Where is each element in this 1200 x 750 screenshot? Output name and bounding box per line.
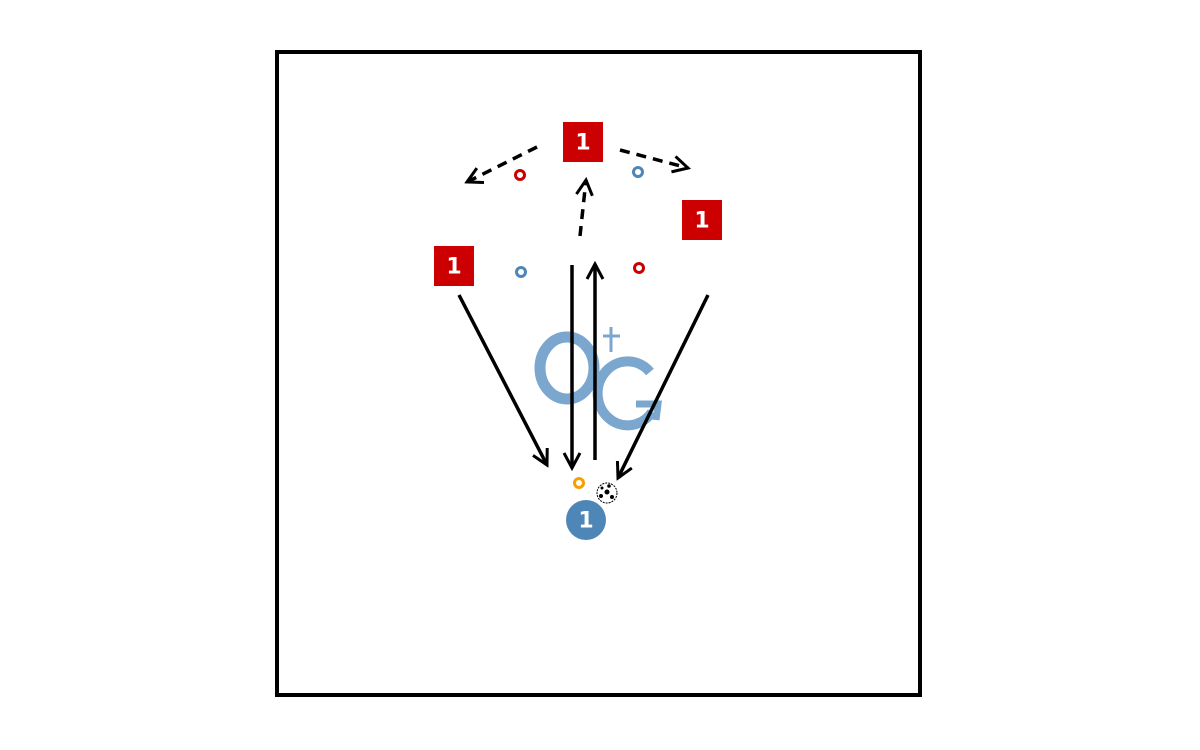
watermark-logo (534, 327, 662, 431)
defender-player: 1 (682, 200, 722, 240)
pass-arrow-right (618, 294, 710, 478)
cone-blue (515, 266, 527, 278)
logo-cross (603, 327, 620, 352)
defender-player: 1 (434, 246, 474, 286)
dashed-run-up (580, 180, 586, 237)
cone-red (514, 169, 526, 181)
dashed-run-left (467, 145, 538, 182)
player-label: 1 (694, 209, 709, 234)
field-boundary (275, 50, 922, 697)
player-label: 1 (446, 255, 461, 280)
logo-letter-g-bar (636, 400, 662, 421)
cone-red (633, 262, 645, 274)
defender-player: 1 (563, 122, 603, 162)
attacker-player: 1 (566, 500, 606, 540)
logo-letter-g (592, 356, 657, 431)
player-label: 1 (575, 131, 590, 156)
soccer-ball-icon (596, 482, 618, 504)
cone-orange (573, 477, 585, 489)
player-label: 1 (578, 509, 593, 534)
logo-letter-o (534, 331, 600, 405)
cone-blue (632, 166, 644, 178)
dashed-run-right (619, 148, 688, 168)
pass-arrow-left (457, 294, 547, 465)
